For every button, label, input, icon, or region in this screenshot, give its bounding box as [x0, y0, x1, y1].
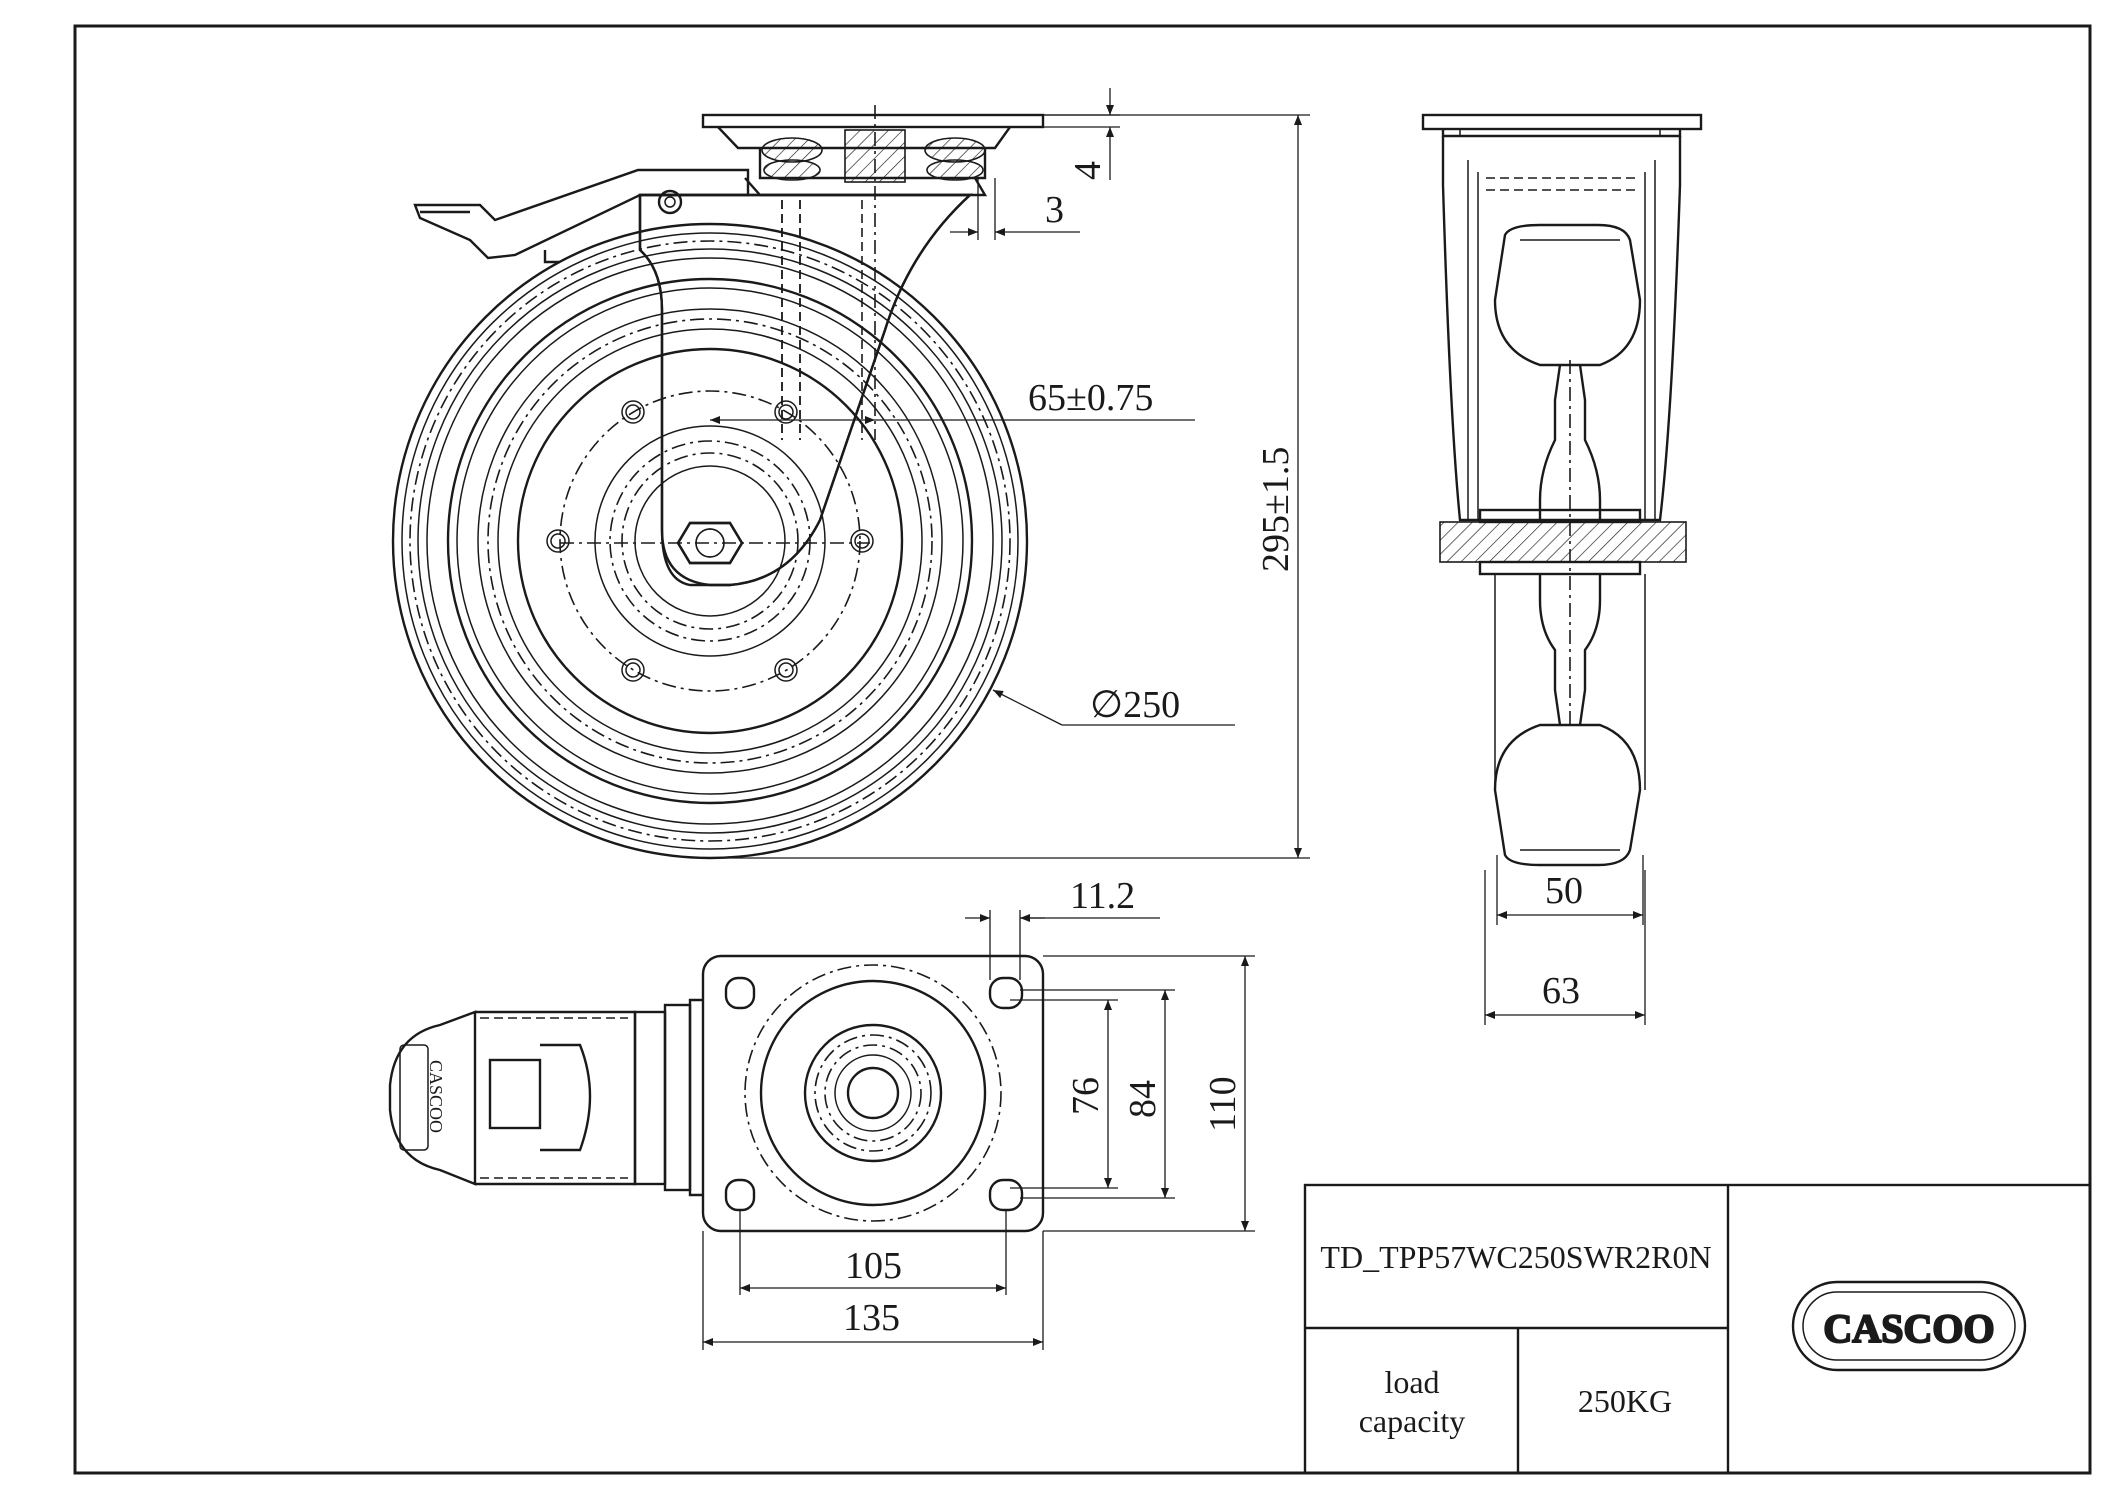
axle	[1439, 521, 1687, 563]
part-number: TD_TPP57WC250SWR2R0N	[1320, 1239, 1711, 1275]
dim-hole-spacing-outer: 84	[1122, 1080, 1164, 1118]
load-value: 250KG	[1578, 1383, 1672, 1419]
side-view: 4 3 65±0.75 295±1.5 ∅250	[391, 88, 1310, 860]
dim-plate-thickness: 4	[1067, 161, 1109, 180]
top-view: CASCOO 11.2 105 135 76 84 110	[388, 875, 1255, 1350]
load-label-line2: capacity	[1359, 1403, 1466, 1439]
dim-overall-height: 295±1.5	[1255, 447, 1297, 572]
mounting-plate	[701, 954, 1045, 1233]
end-view: 50 63	[1421, 113, 1703, 1025]
dim-swivel-offset: 65±0.75	[1028, 377, 1153, 419]
brake-lever	[413, 168, 750, 260]
dim-plate-width: 135	[843, 1297, 900, 1339]
load-label-line1: load	[1384, 1364, 1439, 1400]
dim-hole-spacing-inner: 76	[1065, 1077, 1107, 1115]
dim-hole-diameter: 11.2	[1070, 875, 1135, 917]
dim-tread-width: 50	[1545, 870, 1583, 912]
dim-fork-width: 63	[1542, 970, 1580, 1012]
dim-offset-3: 3	[1045, 189, 1064, 231]
dim-plate-length: 110	[1202, 1076, 1244, 1132]
sheet-border	[73, 24, 2092, 1475]
brake-label: CASCOO	[426, 1060, 446, 1133]
cascoo-logo: CASCOO	[1791, 1280, 2027, 1372]
fork-outline	[1441, 136, 1682, 522]
top-plate	[701, 113, 1045, 129]
wheel	[391, 222, 1029, 860]
title-block: TD_TPP57WC250SWR2R0N load capacity 250KG…	[1303, 1183, 2092, 1475]
logo-text: CASCOO	[1823, 1306, 1994, 1351]
brake-pedal	[388, 1010, 477, 1186]
dim-wheel-diameter: ∅250	[1090, 684, 1180, 726]
dim-hole-spacing-x: 105	[845, 1245, 902, 1287]
